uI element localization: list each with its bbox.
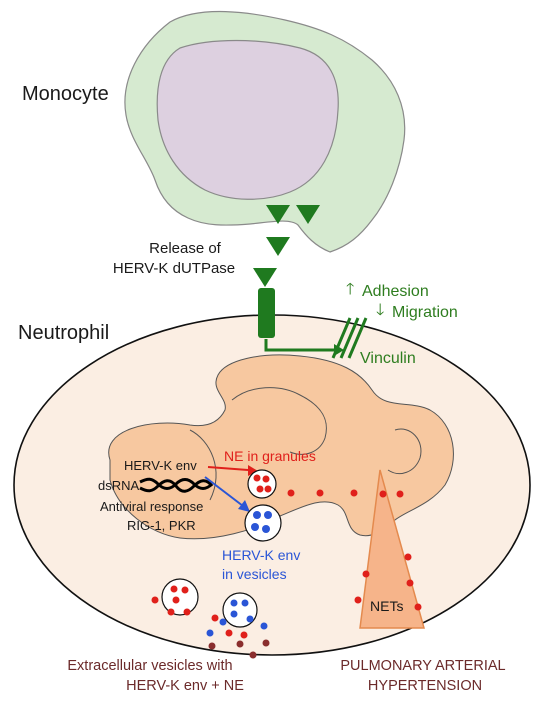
ne-dot [225, 629, 233, 637]
ne-dot [181, 586, 189, 594]
migration-down-arrow: 🡓 [376, 302, 385, 319]
ne-granules-label: NE in granules [224, 448, 316, 464]
signal-path [264, 339, 334, 352]
vesicles-label-line2: in vesicles [222, 566, 287, 582]
ne-dot [253, 474, 261, 482]
vinculin-line [339, 317, 360, 359]
ev-label-line1: Extracellular vesicles with [67, 658, 233, 674]
env-dot [230, 599, 238, 607]
ne-dot [396, 490, 404, 498]
env-dot [241, 599, 249, 607]
extracellular-dot [208, 642, 216, 650]
nucleus-lobe-outline [387, 428, 422, 474]
ne-dot [406, 579, 414, 587]
nucleus-lobe-outline [189, 429, 217, 501]
adhesion-label: Adhesion [362, 283, 429, 300]
dsrna-label: dsRNA [98, 478, 140, 493]
ne-dot [170, 585, 178, 593]
env-dot [206, 629, 214, 637]
extracellular-dot [249, 651, 257, 659]
dutpase-triangle [266, 237, 290, 256]
ne-dot [287, 489, 295, 497]
ne-dot [183, 608, 191, 616]
receptor [258, 288, 275, 338]
ne-dot [350, 489, 358, 497]
vinculin-line [347, 317, 368, 359]
budding-vesicle [161, 578, 199, 616]
vinculin-line [331, 317, 352, 359]
pah-label-line2: HYPERTENSION [367, 678, 483, 694]
monocyte-label: Monocyte [22, 83, 109, 105]
dutpase-triangle [266, 205, 290, 224]
nucleus-lobe-outline [231, 387, 327, 455]
env-dot [219, 618, 227, 626]
env-dot [230, 610, 238, 618]
env-dot [260, 622, 268, 630]
dutpase-triangle [296, 205, 320, 224]
env-dot [264, 511, 272, 519]
extracellular-dot [262, 639, 270, 647]
adhesion-up-arrow: 🡑 [346, 281, 355, 298]
ne-dot [414, 603, 422, 611]
ne-dot [151, 596, 159, 604]
dutpase-triangle [253, 268, 277, 287]
ne-dot [379, 490, 387, 498]
arrow-to-granules [207, 466, 249, 471]
granule-vesicle [247, 469, 277, 499]
arrow-to-granules-head [248, 465, 258, 476]
pah-label-line1: PULMONARY ARTERIAL [340, 658, 506, 674]
arrow-to-vesicles [204, 476, 244, 507]
ne-dot [167, 608, 175, 616]
env-dot [262, 525, 270, 533]
release-label-line2: HERV-K dUTPase [112, 260, 236, 277]
extracellular-dot [236, 640, 244, 648]
herv-env-label: HERV-K env [124, 458, 197, 473]
net-cone [359, 469, 425, 629]
release-label-line1: Release of [149, 240, 221, 257]
env-dot [253, 511, 261, 519]
antiviral-label: Antiviral response [100, 499, 204, 514]
env-vesicle [244, 504, 282, 542]
migration-label: Migration [392, 304, 458, 321]
monocyte-nucleus [156, 39, 339, 200]
ne-dot [316, 489, 324, 497]
ne-dot [256, 485, 264, 493]
arrow-to-vesicles-head [238, 500, 250, 512]
dsrna-helix [139, 479, 214, 493]
rig-pkr-label: RIG-1, PKR [127, 518, 196, 533]
nets-label: NETs [370, 598, 404, 614]
neutrophil-label: Neutrophil [18, 322, 110, 344]
ne-dot [354, 596, 362, 604]
ne-dot [404, 553, 412, 561]
ne-dot [172, 596, 180, 604]
ne-dot [264, 485, 272, 493]
env-dot [246, 615, 254, 623]
vesicles-label-line1: HERV-K env [222, 547, 301, 563]
vinculin-label: Vinculin [360, 350, 416, 367]
ne-dot [262, 475, 270, 483]
ne-dot [362, 570, 370, 578]
ne-dot [211, 614, 219, 622]
ne-dot [240, 631, 248, 639]
ev-label-line2: HERV-K env + NE [126, 678, 244, 694]
env-dot [251, 523, 259, 531]
